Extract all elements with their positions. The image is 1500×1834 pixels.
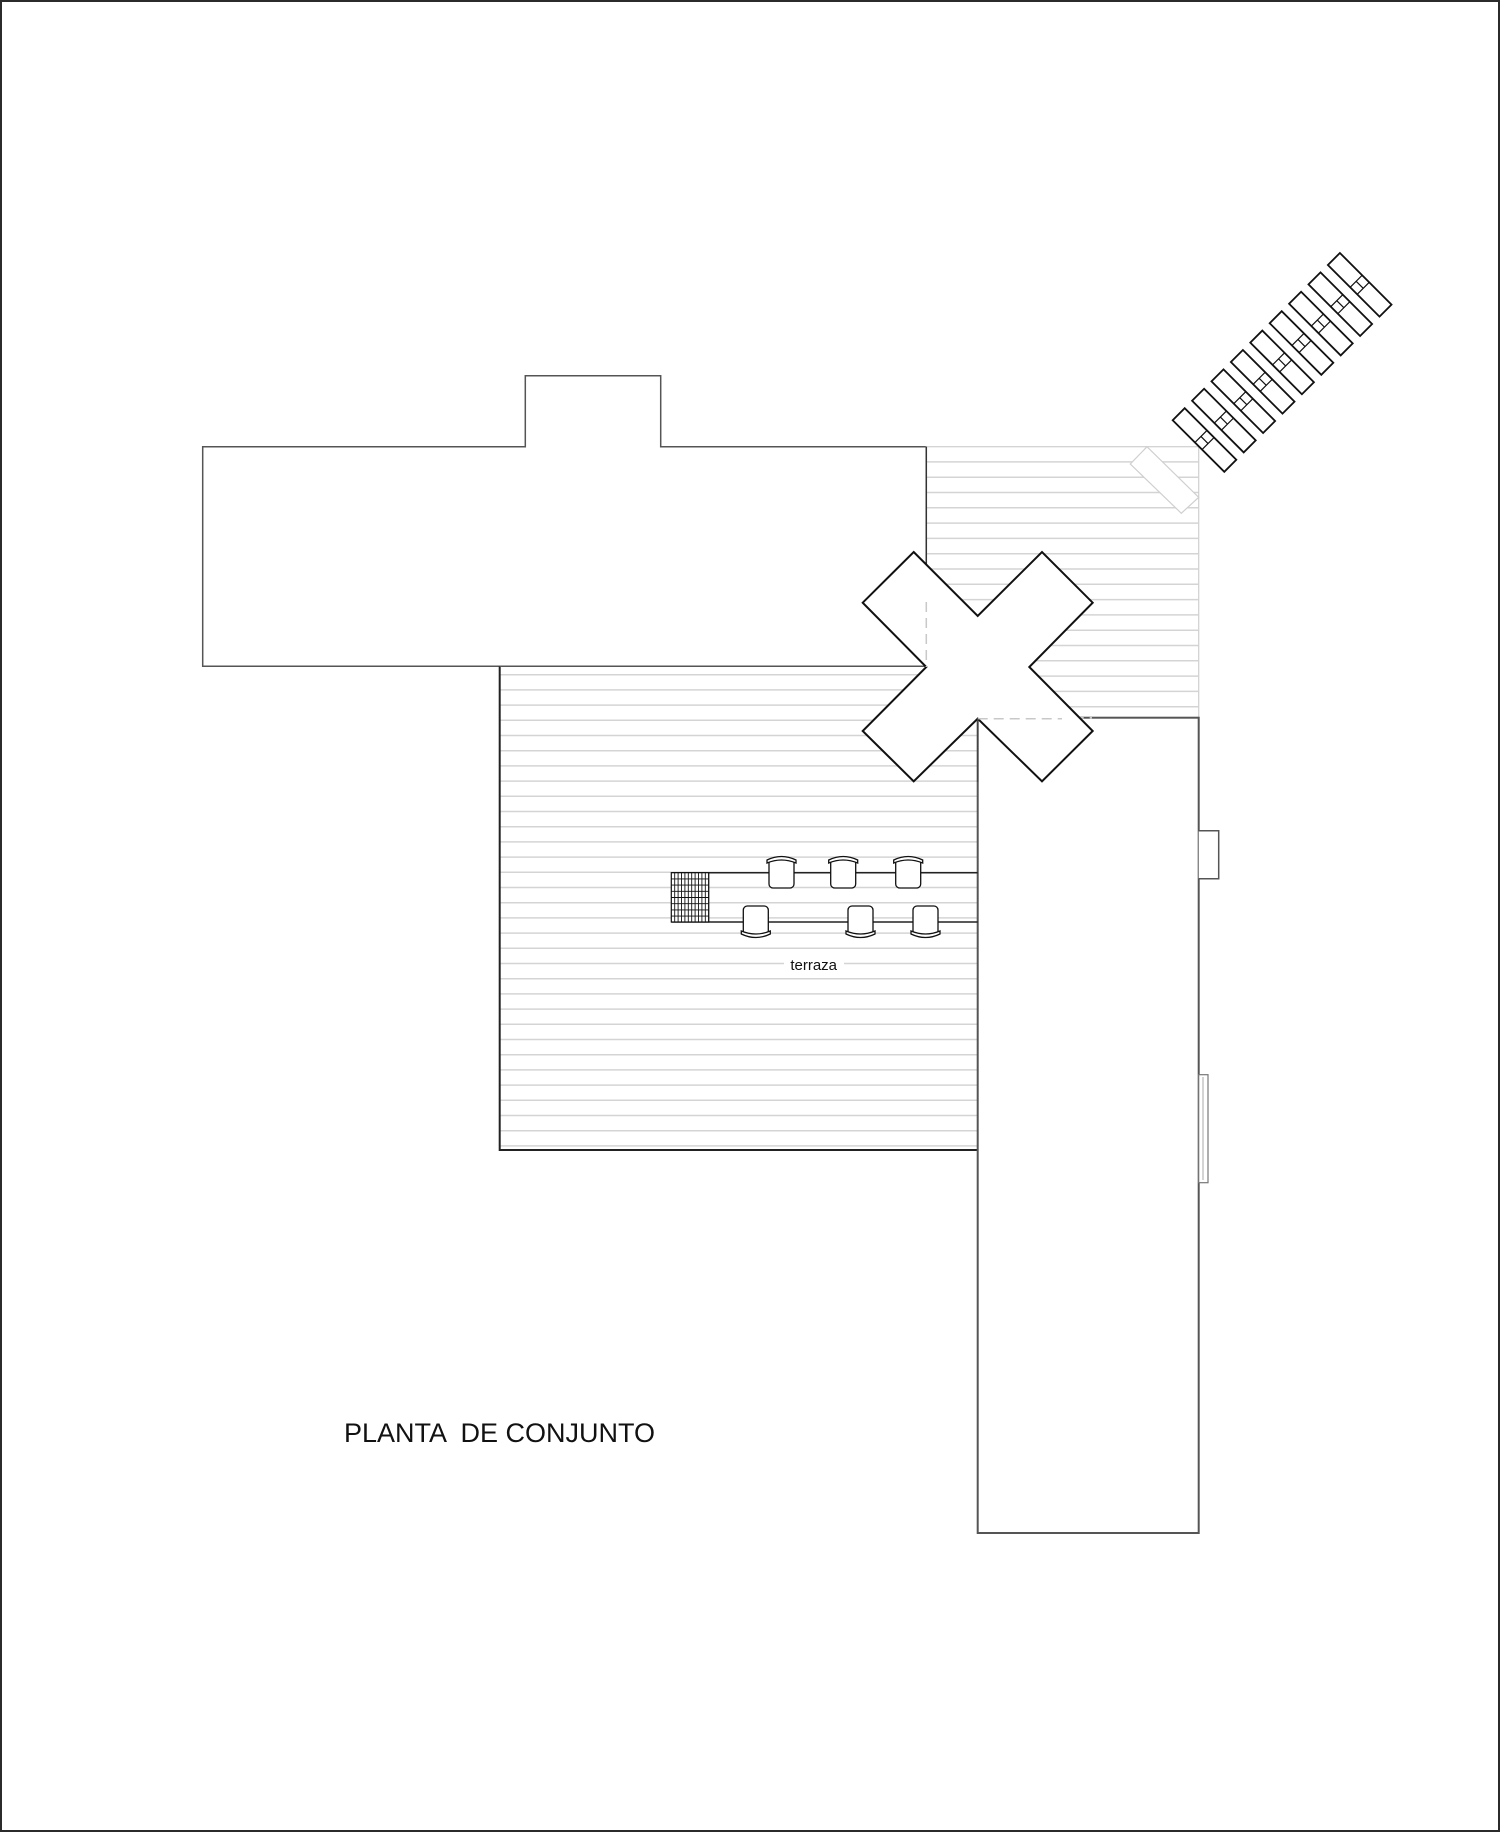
stool-icon bbox=[910, 905, 941, 939]
stool-icon bbox=[766, 855, 797, 889]
plank bbox=[1229, 348, 1296, 415]
plank bbox=[1249, 329, 1316, 396]
drawing-title: PLANTA DE CONJUNTO bbox=[344, 1418, 655, 1448]
left-building bbox=[201, 374, 928, 668]
plank bbox=[1287, 290, 1354, 357]
stool-icon bbox=[845, 905, 876, 939]
plank bbox=[1210, 368, 1277, 435]
deck-corner-triangle bbox=[1129, 445, 1200, 515]
stools bbox=[740, 855, 941, 939]
plank bbox=[1190, 387, 1257, 454]
right-building bbox=[976, 716, 1220, 1534]
plank bbox=[1326, 251, 1393, 318]
stool-icon bbox=[740, 905, 771, 939]
plank bbox=[1171, 406, 1238, 474]
side-projection bbox=[1198, 829, 1220, 880]
plank bbox=[1307, 271, 1374, 338]
terrace-label: terraza bbox=[790, 957, 837, 974]
plank-stack bbox=[1171, 251, 1393, 474]
window bbox=[1198, 1074, 1209, 1184]
stool-icon bbox=[893, 855, 924, 889]
stool-icon bbox=[828, 855, 859, 889]
plank bbox=[1268, 309, 1335, 377]
